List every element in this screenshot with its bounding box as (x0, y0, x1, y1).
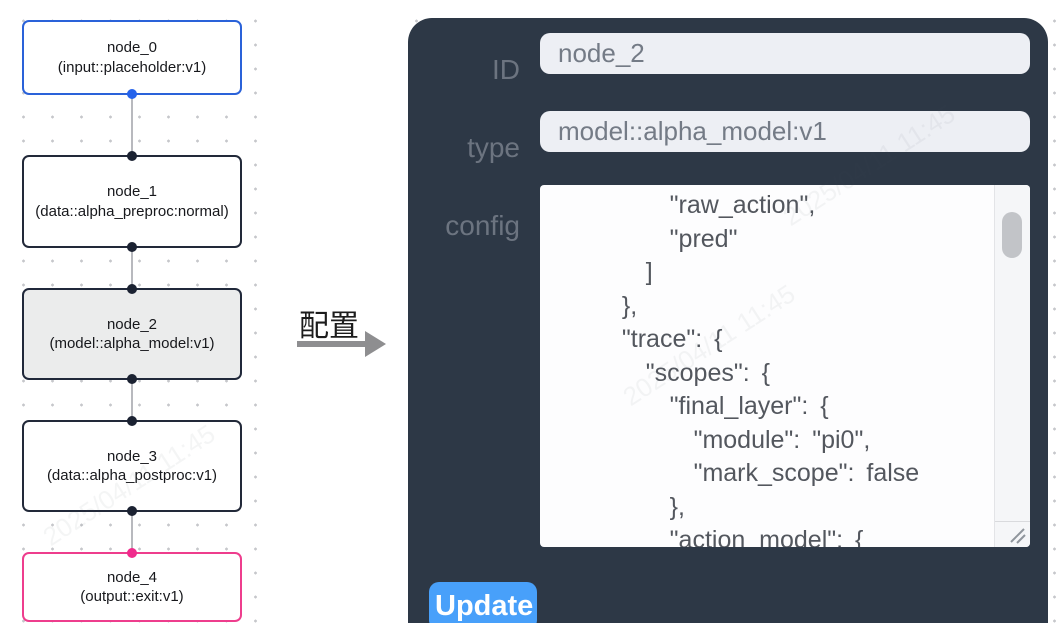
target-port-node_4[interactable] (127, 548, 137, 558)
node-subtitle: (data::alpha_postproc:v1) (46, 467, 218, 484)
edge-node0-node1 (131, 95, 133, 155)
type-input[interactable] (540, 111, 1030, 152)
id-input[interactable] (540, 33, 1030, 74)
flow-node-node_0[interactable]: node_0 (input::placeholder:v1) (22, 20, 242, 99)
id-field-label: ID (492, 54, 520, 85)
node-config-panel: ID type config "raw_action", "pred" ] },… (408, 18, 1048, 623)
right-arrow-icon (297, 341, 367, 347)
node-subtitle: (model::alpha_model:v1) (49, 335, 215, 352)
scrollbar-separator (995, 521, 1030, 522)
config-json-text: "raw_action", "pred" ] }, "trace": { "sc… (621, 191, 920, 547)
config-textarea[interactable]: "raw_action", "pred" ] }, "trace": { "sc… (540, 185, 1030, 547)
type-field-label: type (467, 132, 520, 163)
config-field-label: config (445, 210, 520, 241)
edge-node1-node2 (131, 248, 133, 288)
node-title: node_1 (106, 183, 158, 200)
update-button[interactable]: Update (429, 582, 537, 623)
textarea-resize-grip-icon[interactable] (1007, 526, 1027, 544)
source-port-node_1[interactable] (127, 242, 137, 252)
target-port-node_3[interactable] (127, 416, 137, 426)
node-subtitle: (data::alpha_preproc:normal) (35, 202, 229, 220)
node-title: node_4 (106, 568, 158, 586)
node-title: node_3 (106, 447, 158, 465)
config-scrollbar-track[interactable] (994, 185, 1030, 547)
source-port-node_2[interactable] (127, 374, 137, 384)
target-port-node_2[interactable] (127, 284, 137, 294)
edge-node2-node3 (131, 380, 133, 420)
source-port-node_0[interactable] (127, 89, 137, 99)
target-port-node_1[interactable] (127, 151, 137, 161)
flow-node-node_1[interactable]: node_1 (data::alpha_preproc:normal) (22, 151, 242, 252)
edge-node3-node4 (131, 512, 133, 552)
config-scrollbar-thumb[interactable] (1002, 212, 1022, 258)
node-title: node_2 (106, 315, 158, 333)
flow-node-node_3[interactable]: node_3 (data::alpha_postproc:v1) (22, 416, 242, 516)
right-arrow-head-icon (365, 331, 386, 357)
flow-node-node_4[interactable]: node_4 (output::exit:v1) (22, 548, 242, 622)
node-subtitle: (output::exit:v1) (80, 588, 184, 605)
configure-label: 配置 (299, 310, 359, 343)
node-title: node_0 (106, 39, 158, 56)
source-port-node_3[interactable] (127, 506, 137, 516)
flow-node-node_2-selected[interactable]: node_2 (model::alpha_model:v1) (22, 284, 242, 384)
node-subtitle: (input::placeholder:v1) (57, 58, 207, 76)
